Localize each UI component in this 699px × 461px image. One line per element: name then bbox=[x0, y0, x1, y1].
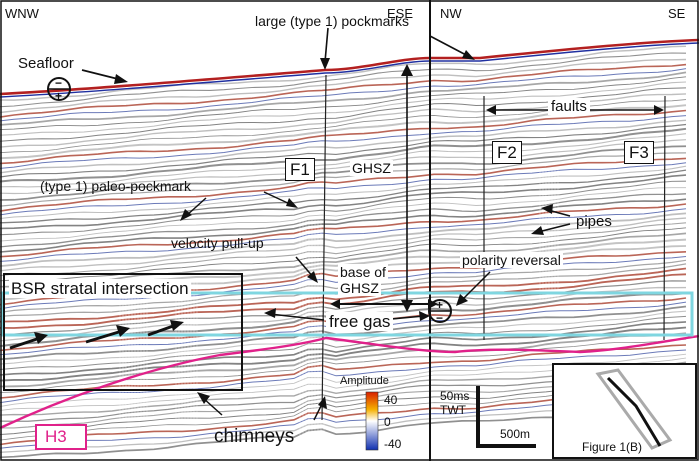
fault-line-f3 bbox=[663, 95, 666, 341]
reversal-polarity-plus: + bbox=[436, 298, 444, 312]
chimneys-label: chimneys bbox=[214, 426, 295, 447]
seafloor-polarity-minus: − bbox=[55, 76, 63, 90]
scale-vertical-label-1: 50ms bbox=[440, 389, 470, 403]
seafloor-label: Seafloor bbox=[18, 55, 74, 72]
paleo-pockmark-label: (type 1) paleo-pockmark bbox=[40, 178, 191, 194]
panel-right-end-label: SE bbox=[668, 6, 686, 21]
scale-vertical-label-2: TWT bbox=[440, 403, 466, 417]
polarity-reversal-label: polarity reversal bbox=[460, 252, 563, 268]
panel-left-start-label: WNW bbox=[5, 6, 39, 21]
bsr-label: BSR stratal intersection bbox=[9, 279, 191, 298]
seafloor-polarity-plus: + bbox=[55, 89, 63, 103]
velocity-pullup-label: velocity pull-up bbox=[171, 235, 264, 251]
amplitude-colorbar bbox=[365, 391, 379, 451]
base-ghsz-label-line2: GHSZ bbox=[338, 280, 381, 296]
h3-label: H3 bbox=[45, 427, 67, 446]
ghsz-label: GHSZ bbox=[350, 160, 393, 176]
base-ghsz-label-line1: base of bbox=[338, 264, 388, 280]
bsr-label-frame bbox=[3, 273, 243, 391]
panel-left-end-label: ESE bbox=[387, 6, 414, 21]
fault-label-f2: F2 bbox=[492, 141, 522, 164]
colorbar-tick-mid: 0 bbox=[384, 415, 391, 429]
reversal-polarity-minus: − bbox=[436, 311, 444, 325]
large-pockmarks-label: large (type 1) pockmarks bbox=[255, 13, 410, 29]
pipes-label: pipes bbox=[576, 213, 612, 230]
faults-label: faults bbox=[548, 98, 590, 115]
scale-horizontal-label: 500m bbox=[500, 427, 531, 441]
colorbar-title: Amplitude bbox=[340, 375, 389, 387]
seafloor-reflector bbox=[0, 38, 699, 96]
fault-label-f3: F3 bbox=[624, 141, 654, 164]
free-gas-label: free gas bbox=[326, 312, 394, 331]
h3-label-box bbox=[35, 424, 87, 450]
colorbar-tick-max: 40 bbox=[384, 393, 398, 407]
h3-horizon bbox=[0, 334, 699, 430]
colorbar-tick-min: -40 bbox=[384, 437, 402, 451]
fault-label-f1: F1 bbox=[285, 158, 315, 181]
figure-ref-label: Figure 1(B) bbox=[582, 440, 643, 454]
panel-right-start-label: NW bbox=[440, 6, 462, 21]
fault-line-f1 bbox=[321, 74, 327, 421]
